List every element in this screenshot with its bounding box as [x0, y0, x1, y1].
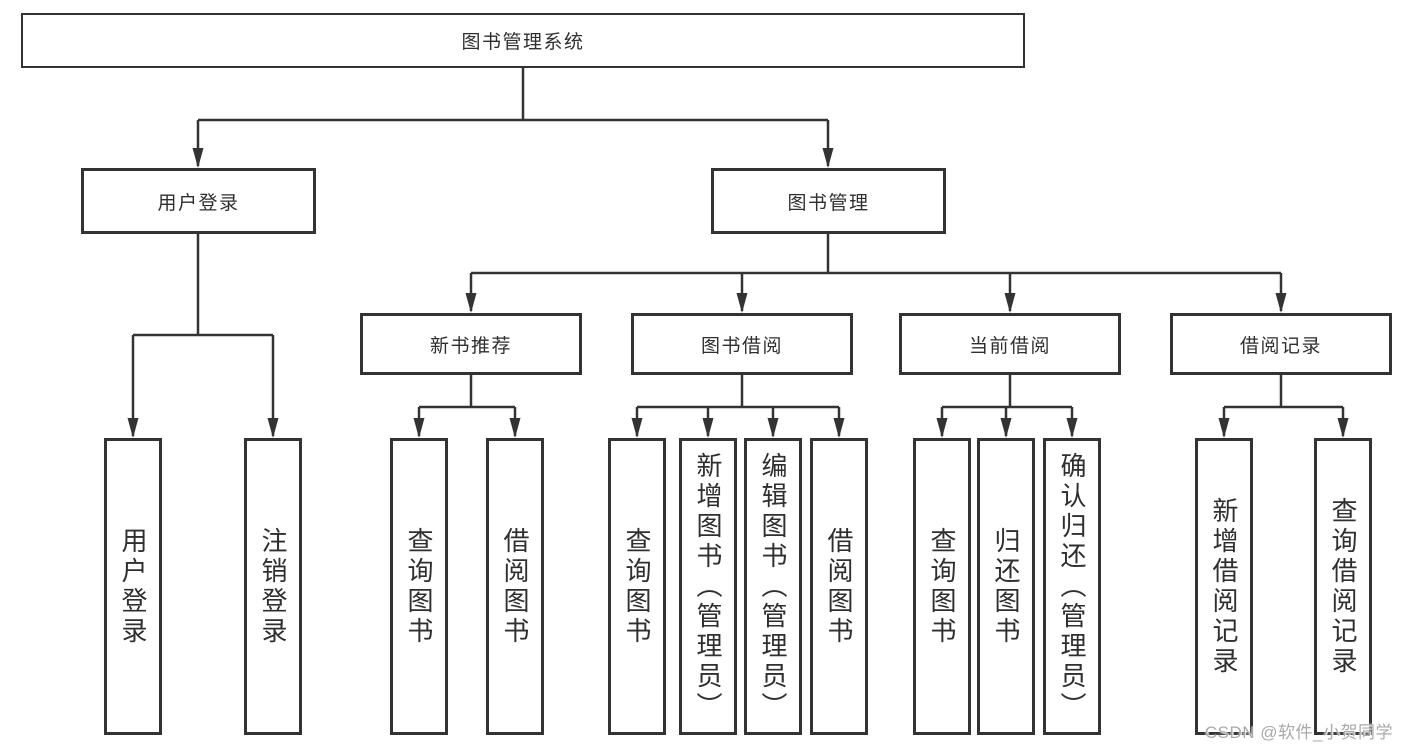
leaf-label: 借阅图书: [824, 526, 854, 647]
arrowheads: [127, 148, 1349, 438]
node-label: 图书借阅: [700, 335, 783, 357]
node-borrowing-records: 借阅记录: [1170, 313, 1392, 375]
node-label: 用户登录: [157, 192, 240, 214]
node-label: 图书管理系统: [461, 32, 585, 53]
leaf-add-borrow-record: 新增借阅记录: [1195, 438, 1253, 735]
node-label: 图书管理: [787, 192, 870, 214]
leaf-label: 查询图书: [927, 526, 957, 647]
leaf-edit-book-admin: 编辑图书（管理员）: [744, 438, 802, 735]
leaf-borrow-books-recommend: 借阅图书: [486, 438, 544, 735]
leaf-label: 注销登录: [258, 526, 288, 647]
leaf-label: 查询图书: [622, 526, 652, 647]
node-book-management: 图书管理: [711, 168, 946, 234]
node-label: 新书推荐: [429, 335, 512, 357]
leaf-label: 归还图书: [991, 526, 1021, 647]
leaf-label: 新增图书（管理员）: [693, 451, 723, 722]
leaf-label: 借阅图书: [500, 526, 530, 647]
node-label: 当前借阅: [968, 335, 1051, 357]
node-new-book-recommend: 新书推荐: [360, 313, 582, 375]
leaf-query-books-borrowing: 查询图书: [608, 438, 666, 735]
node-label: 借阅记录: [1239, 335, 1322, 357]
leaf-label: 确认归还（管理员）: [1057, 451, 1087, 722]
node-book-borrowing: 图书借阅: [631, 313, 853, 375]
leaf-return-books: 归还图书: [977, 438, 1035, 735]
leaf-user-login: 用户登录: [104, 438, 162, 735]
leaf-confirm-return-admin: 确认归还（管理员）: [1043, 438, 1101, 735]
node-user-login: 用户登录: [81, 168, 316, 234]
leaf-borrow-books: 借阅图书: [810, 438, 868, 735]
leaf-logout: 注销登录: [244, 438, 302, 735]
leaf-label: 查询图书: [404, 526, 434, 647]
leaf-query-books-current: 查询图书: [913, 438, 971, 735]
leaf-label: 用户登录: [118, 526, 148, 647]
csdn-watermark: CSDN @软件_小贺同学: [1204, 723, 1393, 742]
leaf-label: 查询借阅记录: [1328, 496, 1358, 677]
leaf-query-books-recommend: 查询图书: [390, 438, 448, 735]
leaf-add-book-admin: 新增图书（管理员）: [679, 438, 737, 735]
node-root-library-system: 图书管理系统: [21, 13, 1025, 68]
leaf-label: 编辑图书（管理员）: [758, 451, 788, 722]
leaf-query-borrow-record: 查询借阅记录: [1314, 438, 1372, 735]
node-current-borrowing: 当前借阅: [899, 313, 1121, 375]
leaf-label: 新增借阅记录: [1209, 496, 1239, 677]
